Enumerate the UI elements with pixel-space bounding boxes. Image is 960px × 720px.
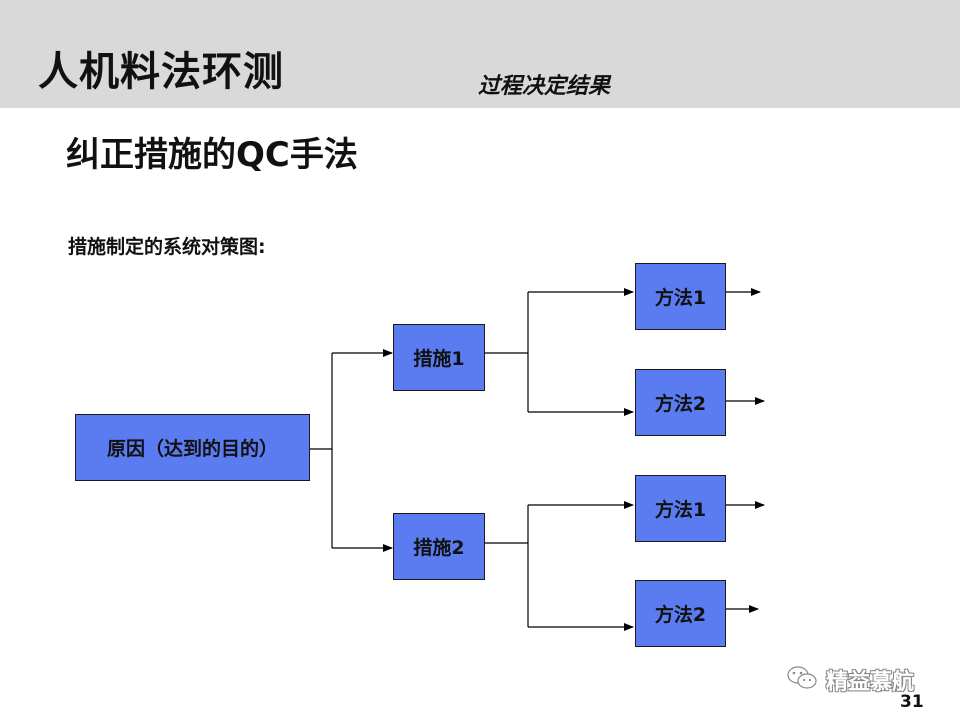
measure-node-1: 措施1	[393, 324, 485, 391]
method-node-2-1: 方法1	[635, 475, 726, 542]
watermark: 精益慕航	[786, 664, 914, 696]
section-title: 纠正措施的QC手法	[66, 135, 358, 175]
header-band	[0, 0, 960, 108]
subtitle: 过程决定结果	[478, 74, 611, 99]
watermark-text: 精益慕航	[826, 670, 915, 695]
root-node: 原因（达到的目的）	[75, 414, 310, 481]
measure-node-2: 措施2	[393, 513, 485, 580]
method-node-2-2: 方法2	[635, 580, 726, 647]
diagram-label: 措施制定的系统对策图:	[68, 236, 266, 258]
method-node-1-1: 方法1	[635, 263, 726, 330]
wechat-icon	[786, 665, 818, 695]
method-node-1-2: 方法2	[635, 369, 726, 436]
page-number: 31	[900, 692, 924, 712]
main-title: 人机料法环测	[38, 49, 284, 95]
